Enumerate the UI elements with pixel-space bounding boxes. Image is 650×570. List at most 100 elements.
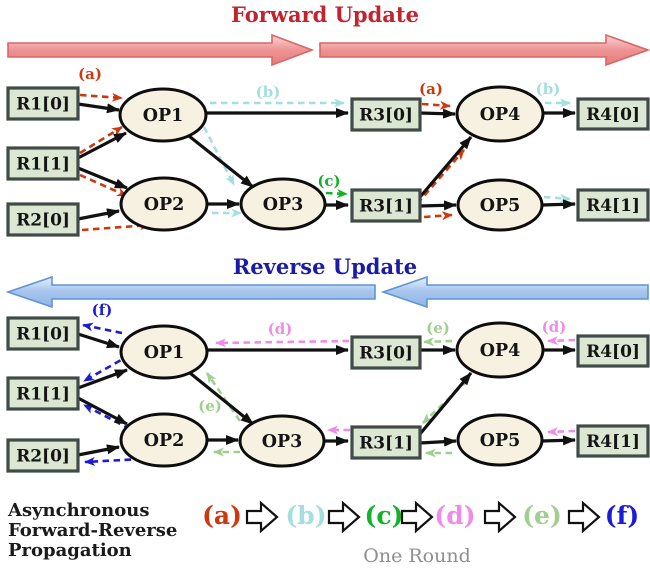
op-ellipse xyxy=(456,413,544,467)
phase-label-e: (e) xyxy=(198,397,222,415)
op-node-op5: OP5 xyxy=(456,413,544,467)
solid-edge xyxy=(541,435,576,446)
solid-edge xyxy=(418,135,473,199)
dashed-edge-phase-a xyxy=(79,173,128,198)
dashed-edge-phase-f xyxy=(83,403,131,431)
legend-phase-b: (b) xyxy=(285,501,326,530)
dashed-edge-phase-a xyxy=(79,125,123,155)
solid-edge xyxy=(77,396,128,426)
caption-line-1: Asynchronous xyxy=(7,500,150,521)
op-node-op4: OP4 xyxy=(455,85,545,143)
op-ellipse xyxy=(238,414,326,468)
forward-update-arrow-left xyxy=(7,33,315,67)
phase-label-b: (b) xyxy=(256,83,281,101)
phase-label-d: (d) xyxy=(542,318,567,336)
solid-edge xyxy=(419,200,457,211)
register-box xyxy=(6,376,80,411)
caption-line-2: Forward-Reverse xyxy=(8,520,177,541)
register-box xyxy=(576,334,650,368)
op-ellipse xyxy=(119,412,209,468)
legend-phase-e: (e) xyxy=(522,501,562,530)
dashed-edge-phase-f xyxy=(83,353,131,383)
register-r2-0: R2[0] xyxy=(6,438,80,473)
op-label: OP1 xyxy=(143,106,184,126)
op-ellipse xyxy=(455,321,545,379)
phase-label-c: (c) xyxy=(317,172,340,190)
reverse-update-arrow-left xyxy=(5,275,376,309)
register-r4-0: R4[0] xyxy=(576,97,650,131)
register-box xyxy=(6,438,80,473)
op-node-op1: OP1 xyxy=(118,87,208,143)
op-ellipse xyxy=(456,178,544,232)
register-box xyxy=(350,335,422,370)
solid-edge xyxy=(77,368,128,390)
dashed-edge-phase-b xyxy=(543,193,571,203)
phase-label-a: (a) xyxy=(78,65,102,83)
legend-step-arrow-icon xyxy=(567,500,601,534)
register-r4-1: R4[1] xyxy=(576,188,650,222)
register-box xyxy=(350,97,422,132)
op-label: OP3 xyxy=(263,195,304,215)
legend-step-arrow-icon xyxy=(483,500,517,534)
legend-step-arrow-icon xyxy=(327,500,361,534)
register-box xyxy=(576,424,650,458)
solid-edge xyxy=(188,371,255,426)
phase-label-e: (e) xyxy=(426,319,450,337)
dashed-edge-phase-c xyxy=(325,189,348,199)
register-r3-0: R3[0] xyxy=(350,97,422,132)
op-label: OP5 xyxy=(480,196,521,216)
solid-edge xyxy=(419,436,457,447)
phase-label-f: (f) xyxy=(92,301,113,319)
dashed-edge-phase-b xyxy=(202,126,236,186)
register-label: R1[1] xyxy=(16,155,70,175)
one-round-label: One Round xyxy=(363,545,470,567)
register-label: R2[0] xyxy=(16,211,70,231)
solid-edge xyxy=(419,108,456,119)
dashed-edge-phase-d xyxy=(215,338,350,348)
register-box xyxy=(350,425,422,460)
register-label: R4[0] xyxy=(586,105,640,125)
op-label: OP2 xyxy=(144,431,185,451)
caption-line-3: Propagation xyxy=(8,540,132,561)
register-label: R4[0] xyxy=(586,342,640,362)
register-box xyxy=(350,188,422,223)
legend-phase-c: (c) xyxy=(365,501,404,530)
op-node-op1: OP1 xyxy=(119,324,209,380)
solid-edge xyxy=(77,166,128,190)
op-label: OP2 xyxy=(144,195,185,215)
phase-label-b: (b) xyxy=(536,80,561,98)
dashed-edge-phase-a xyxy=(423,211,453,221)
op-label: OP4 xyxy=(480,341,521,361)
op-label: OP3 xyxy=(262,432,303,452)
op-label: OP1 xyxy=(144,343,185,363)
register-label: R3[1] xyxy=(359,434,413,454)
register-r1-1: R1[1] xyxy=(6,376,80,411)
forward-update-arrow-right xyxy=(319,33,650,67)
register-label: R4[1] xyxy=(586,196,640,216)
register-r3-1: R3[1] xyxy=(350,188,422,223)
legend: AsynchronousForward-ReversePropagation(a… xyxy=(7,500,639,567)
op-ellipse xyxy=(119,324,209,380)
op-label: OP4 xyxy=(480,105,521,125)
solid-edge xyxy=(77,131,127,160)
dashed-edge-phase-f xyxy=(84,456,143,466)
register-label: R3[1] xyxy=(359,197,413,217)
register-box xyxy=(6,202,80,237)
register-r2-0: R2[0] xyxy=(6,202,80,237)
solid-edge xyxy=(418,371,473,436)
dashed-edge-phase-e xyxy=(205,372,242,422)
op-node-op2: OP2 xyxy=(119,176,209,232)
register-label: R2[0] xyxy=(16,447,70,467)
op-node-op4: OP4 xyxy=(455,321,545,379)
solid-edge xyxy=(541,199,576,210)
register-label: R3[0] xyxy=(359,106,413,126)
dashed-edge-phase-a xyxy=(79,92,123,102)
legend-phase-d: (d) xyxy=(434,501,475,530)
register-r1-0: R1[0] xyxy=(6,86,80,121)
legend-step-arrow-icon xyxy=(400,500,434,534)
register-r1-1: R1[1] xyxy=(6,146,80,181)
register-r3-0: R3[0] xyxy=(350,335,422,370)
reverse-update-arrow-right xyxy=(380,275,649,309)
